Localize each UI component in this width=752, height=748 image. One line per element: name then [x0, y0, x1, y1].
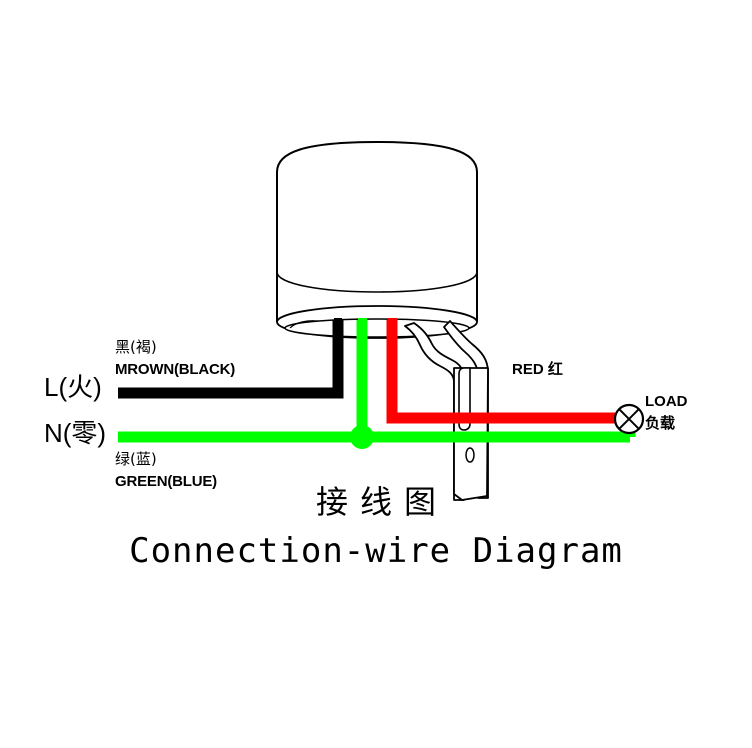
wire-note-black-english: MROWN(BLACK): [115, 361, 236, 378]
load-label-english: LOAD: [645, 393, 688, 410]
wire-note-green-chinese: 绿(蓝): [115, 450, 157, 468]
bracket-left-strap: [404, 322, 465, 501]
diagram-title-english: Connection-wire Diagram: [129, 531, 623, 571]
bracket-hole: [465, 447, 475, 463]
junction-dot-neutral: [350, 425, 374, 449]
wire-note-black-chinese: 黑(褐): [115, 338, 157, 356]
sensor-band-ellipse: [276, 271, 478, 293]
sensor-cylinder-outline: [276, 140, 478, 322]
diagram-title-chinese: 接线图: [315, 483, 448, 521]
sensor-lead-exit-ellipse: [284, 318, 470, 338]
load-lamp-symbol: [613, 403, 645, 435]
sensor-lead-exit-arc: [289, 320, 319, 329]
lamp-cross-line-2: [618, 408, 640, 430]
terminal-label-neutral: N(零): [44, 418, 107, 448]
wire-note-green-english: GREEN(BLUE): [115, 473, 217, 490]
wire-black-live: [118, 320, 344, 399]
terminal-label-live: L(火): [44, 372, 102, 402]
photocell-sensor-body: [276, 140, 478, 339]
wire-note-red: RED 红: [512, 361, 563, 378]
mounting-bracket: [404, 320, 489, 501]
load-label-chinese: 负载: [645, 415, 676, 432]
